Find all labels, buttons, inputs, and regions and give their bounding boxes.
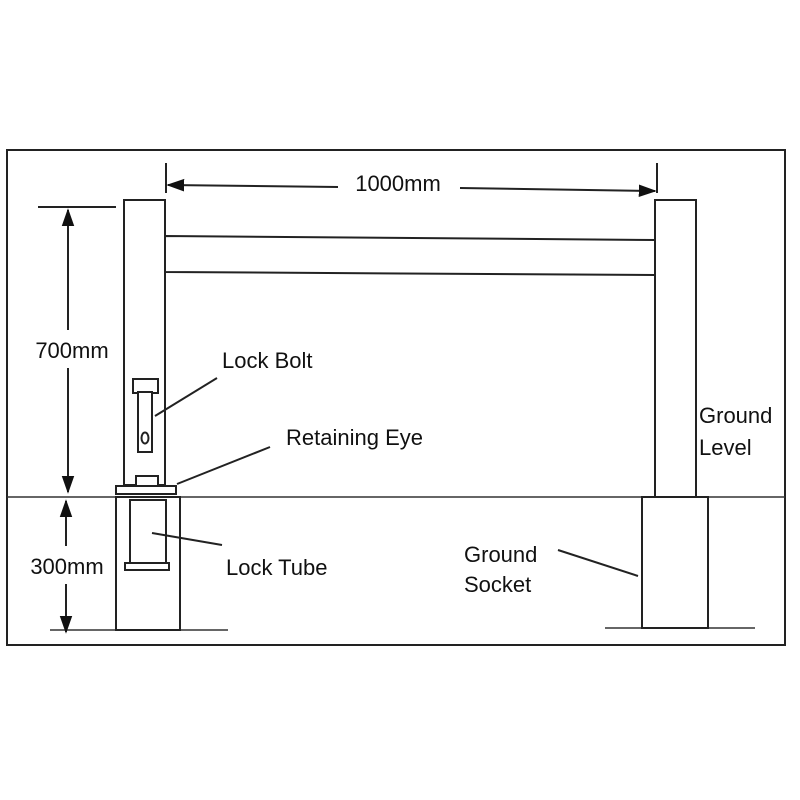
ground-level-label-line2: Level [699, 435, 752, 460]
lock-tube-flange [124, 562, 170, 571]
lock-bolt-head [132, 378, 159, 394]
diagram-frame [6, 149, 786, 646]
ground-socket-label-line1: Ground [464, 542, 537, 567]
lock-bolt-label: Lock Bolt [222, 348, 313, 373]
lock-bolt-hole [140, 431, 150, 445]
lock-tube-leader [151, 532, 223, 546]
width-dim-arrow-right [459, 184, 657, 198]
ground-socket-label-line2: Socket [464, 572, 531, 597]
right-ground-socket [641, 496, 709, 629]
top-rail [164, 234, 656, 277]
lock-tube [129, 499, 167, 565]
right-post [654, 199, 697, 498]
ground-level-label-line1: Ground [699, 403, 772, 428]
height-above-label: 700mm [35, 338, 108, 363]
width-dim-label: 1000mm [355, 171, 441, 196]
height-below-label: 300mm [30, 554, 103, 579]
retaining-eye-leader [176, 446, 271, 485]
width-dim-arrow-left [166, 178, 339, 192]
retaining-eye-label: Retaining Eye [286, 425, 423, 450]
base-plate [115, 485, 177, 495]
ground-socket-leader [557, 549, 639, 577]
lock-tube-label: Lock Tube [226, 555, 328, 580]
lock-bolt-leader [154, 377, 218, 417]
